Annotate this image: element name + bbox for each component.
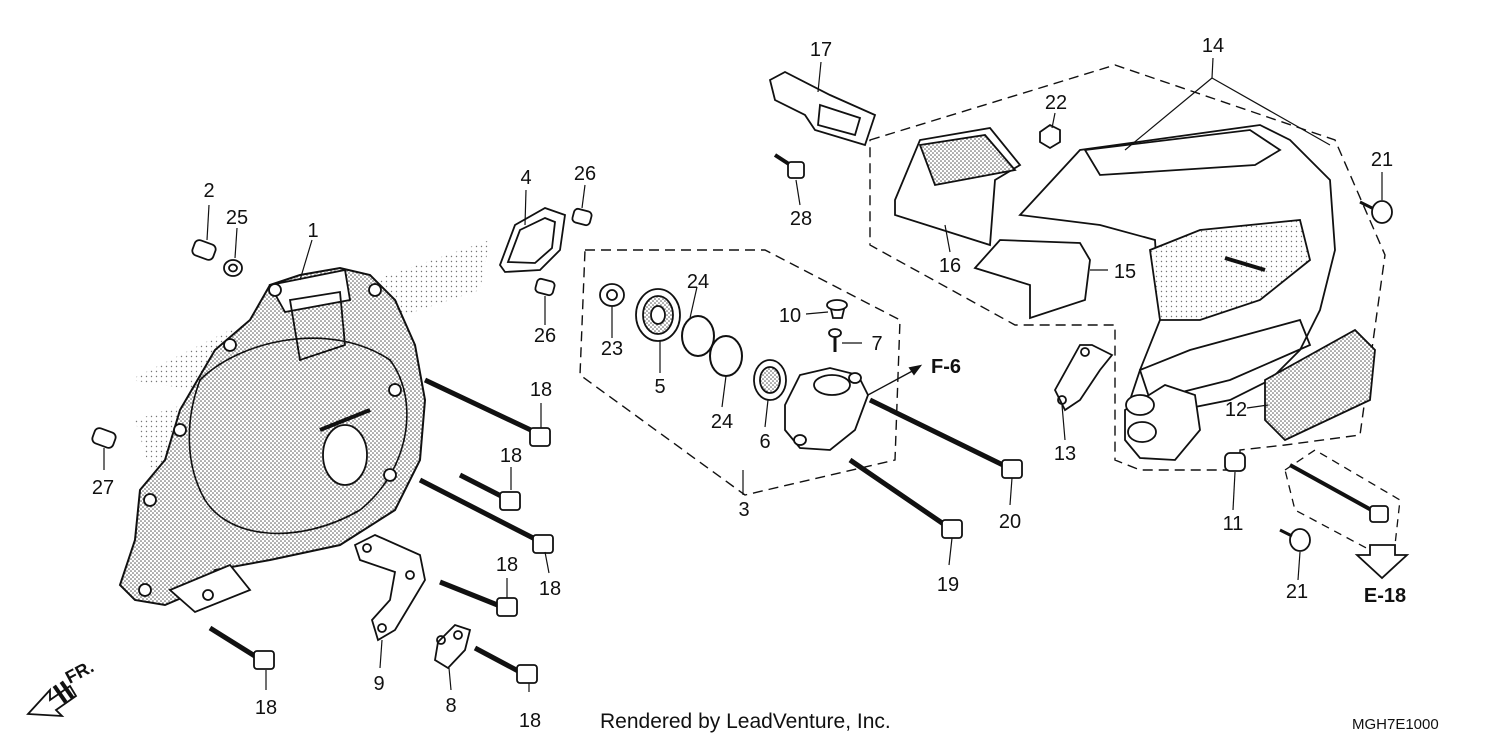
callout-16: 16 (939, 255, 961, 277)
callout-17: 17 (810, 39, 832, 61)
callout-2: 2 (203, 180, 214, 202)
callout-15: 15 (1114, 261, 1136, 283)
callout-18a: 18 (530, 379, 552, 401)
cover-bolts (208, 377, 554, 684)
callout-18e: 18 (255, 697, 277, 719)
callout-19: 19 (937, 574, 959, 596)
callout-4: 4 (520, 167, 531, 189)
shroud-group (768, 57, 1410, 581)
callout-18c: 18 (539, 578, 561, 600)
diagram-code: MGH7E1000 (1352, 716, 1439, 733)
callout-10: 10 (779, 305, 801, 327)
callout-28: 28 (790, 208, 812, 230)
callout-12: 12 (1225, 399, 1247, 421)
callout-13: 13 (1054, 443, 1076, 465)
callout-22: 22 (1045, 92, 1067, 114)
callout-25: 25 (226, 207, 248, 229)
callout-23: 23 (601, 338, 623, 360)
callout-14: 14 (1202, 35, 1224, 57)
callout-9: 9 (373, 673, 384, 695)
callout-18f: 18 (519, 710, 541, 732)
callout-11: 11 (1223, 513, 1244, 535)
front-direction-arrow (26, 680, 78, 718)
callout-6: 6 (759, 431, 770, 453)
callout-3: 3 (738, 499, 749, 521)
callout-labels: 1 2 25 4 26 26 27 18 18 18 18 18 18 9 8 … (92, 35, 1406, 732)
callout-24b: 24 (711, 411, 733, 433)
callout-21b: 21 (1286, 581, 1308, 603)
callout-18b: 18 (500, 445, 522, 467)
render-credit: Rendered by LeadVenture, Inc. (600, 710, 891, 733)
callout-27: 27 (92, 477, 114, 499)
callout-7: 7 (871, 333, 882, 355)
callout-21a: 21 (1371, 149, 1393, 171)
callout-1: 1 (307, 220, 318, 242)
ref-f6: F-6 (931, 356, 961, 378)
callout-8: 8 (445, 695, 456, 717)
callout-5: 5 (654, 376, 665, 398)
left-cover-group (91, 184, 593, 692)
callout-24a: 24 (687, 271, 709, 293)
assembly-3-group (579, 249, 1023, 566)
callout-26a: 26 (574, 163, 596, 185)
callout-18d: 18 (496, 554, 518, 576)
ref-e18: E-18 (1364, 585, 1406, 607)
callout-26b: 26 (534, 325, 556, 347)
callout-20: 20 (999, 511, 1021, 533)
